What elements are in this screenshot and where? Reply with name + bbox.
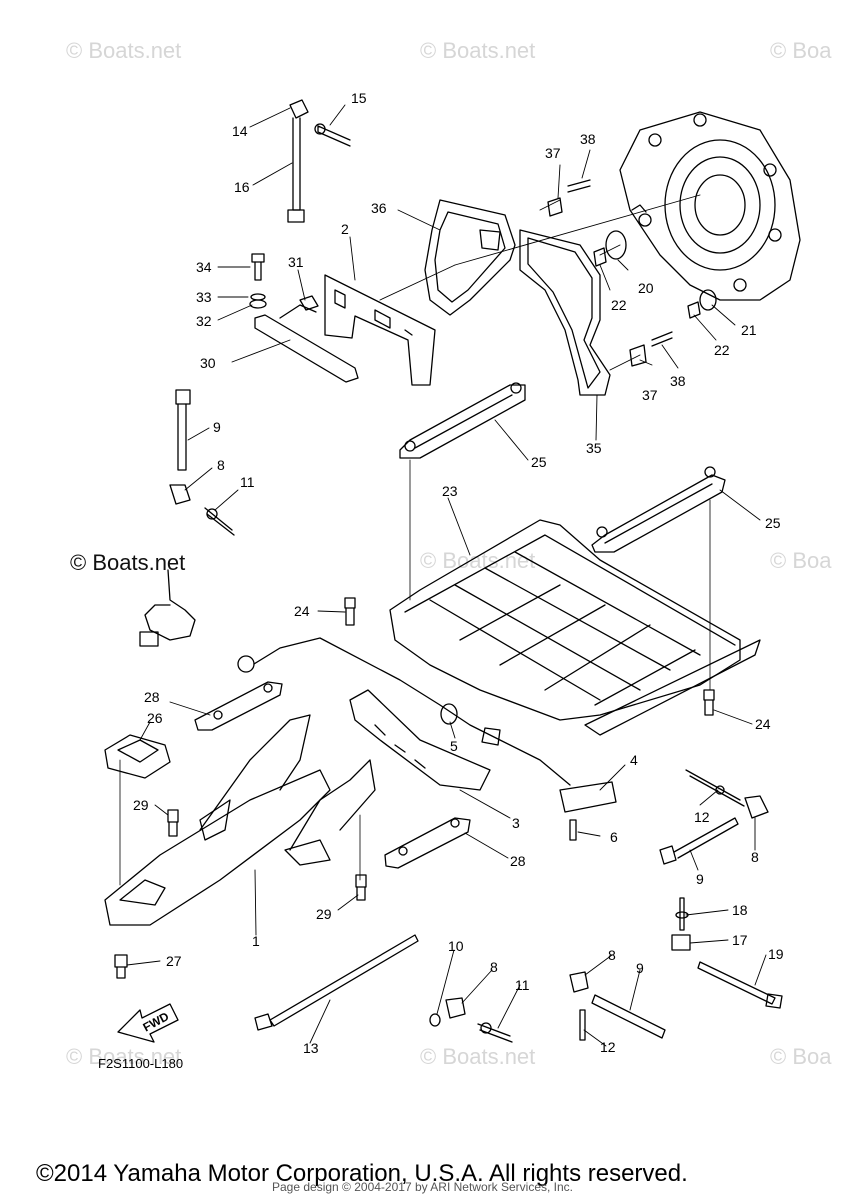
diagram-code: F2S1100-L180 [98, 1056, 184, 1071]
part-pad-28-top [194, 681, 283, 731]
callout-29a: 29 [133, 797, 149, 813]
part-cover-35 [519, 229, 611, 396]
callout-4: 4 [630, 752, 638, 768]
callout-25a: 25 [531, 454, 547, 470]
callout-22a: 22 [611, 297, 627, 313]
callout-12a: 12 [694, 809, 710, 825]
callout-5: 5 [450, 738, 458, 754]
callout-6: 6 [610, 829, 618, 845]
part-fasteners-right [547, 179, 717, 367]
callout-37a: 37 [545, 145, 561, 161]
callout-1: 1 [252, 933, 260, 949]
part-tie-9-left [169, 389, 235, 536]
callout-38b: 38 [670, 373, 686, 389]
callout-16: 16 [234, 179, 250, 195]
callout-11a: 11 [240, 474, 255, 490]
alignment-lines [119, 459, 711, 886]
callout-38a: 38 [580, 131, 596, 147]
callout-29b: 29 [316, 906, 332, 922]
part-bolt-24 [344, 597, 715, 716]
part-intake-1 [104, 714, 376, 926]
callout-8b: 8 [751, 849, 759, 865]
part-bolt-29 [167, 809, 367, 901]
part-strap-30 [254, 304, 359, 383]
callout-leaders [126, 104, 767, 1047]
callout-24a: 24 [294, 603, 310, 619]
callout-8a: 8 [217, 457, 225, 473]
callout-23: 23 [442, 483, 458, 499]
fwd-arrow-icon: FWD [117, 1003, 179, 1043]
callout-9c: 9 [636, 960, 644, 976]
callout-8d: 8 [608, 947, 616, 963]
callout-25b: 25 [765, 515, 781, 531]
part-bolt-31 [299, 295, 319, 311]
watermark-bottom-center: © Boats.net [420, 1044, 536, 1069]
part-clip-17-18-19 [671, 897, 783, 1009]
callout-8c: 8 [490, 959, 498, 975]
callout-19: 19 [768, 946, 784, 962]
part-plate-26 [104, 734, 171, 779]
part-clips-bottom [254, 934, 666, 1043]
callout-36: 36 [371, 200, 387, 216]
callout-37b: 37 [642, 387, 658, 403]
callout-12b: 12 [600, 1039, 616, 1055]
leader-lines-upper [379, 194, 701, 371]
part-sensor-cable [237, 637, 617, 841]
callout-24b: 24 [755, 716, 771, 732]
callout-21: 21 [741, 322, 757, 338]
part-bracket-3 [349, 689, 491, 791]
callout-31: 31 [288, 254, 304, 270]
watermark-bottom-left: © Boats.net [66, 1044, 182, 1069]
callout-32: 32 [196, 313, 212, 329]
part-rail-25-top [399, 382, 526, 459]
callout-numbers: 1 2 3 4 5 6 8 8 8 8 9 9 9 10 11 11 12 12… [133, 90, 784, 1056]
callout-9a: 9 [213, 419, 221, 435]
callout-2: 2 [341, 221, 349, 237]
callout-3: 3 [512, 815, 520, 831]
part-bolt-27 [114, 954, 128, 979]
part-gasket-36 [424, 199, 516, 316]
callout-22b: 22 [714, 342, 730, 358]
callout-35: 35 [586, 440, 602, 456]
watermark-bold: © Boats.net [70, 550, 186, 575]
part-bracket-2 [324, 274, 436, 386]
callout-14: 14 [232, 123, 248, 139]
part-bolt-34 [249, 253, 267, 309]
callout-9b: 9 [696, 871, 704, 887]
part-clip-top [287, 99, 351, 223]
part-cable-band [139, 569, 196, 647]
part-grate-23 [389, 519, 761, 736]
callout-26: 26 [147, 710, 163, 726]
watermark-top-left: © Boats.net [66, 38, 182, 63]
callout-28b: 28 [510, 853, 526, 869]
callout-13: 13 [303, 1040, 319, 1056]
part-pad-28-bottom [384, 817, 471, 869]
callout-33: 33 [196, 289, 212, 305]
callout-34: 34 [196, 259, 212, 275]
callout-17: 17 [732, 932, 748, 948]
copyright-notice: ©2014 Yamaha Motor Corporation, U.S.A. A… [36, 1160, 688, 1187]
watermark-mid-right: © Boa [770, 548, 832, 573]
callout-18: 18 [732, 902, 748, 918]
callout-28a: 28 [144, 689, 160, 705]
callout-15: 15 [351, 90, 367, 106]
part-rail-25-right [591, 466, 726, 553]
watermark-top-center: © Boats.net [420, 38, 536, 63]
watermark-top-right: © Boa [770, 38, 832, 63]
callout-27: 27 [166, 953, 182, 969]
callout-10: 10 [448, 938, 464, 954]
engine-housing-drawing [619, 111, 801, 301]
callout-20: 20 [638, 280, 654, 296]
page-design-notice: Page design © 2004-2017 by ARI Network S… [272, 1180, 574, 1194]
callout-30: 30 [200, 355, 216, 371]
callout-11b: 11 [515, 977, 530, 993]
watermark-bottom-right: © Boa [770, 1044, 832, 1069]
